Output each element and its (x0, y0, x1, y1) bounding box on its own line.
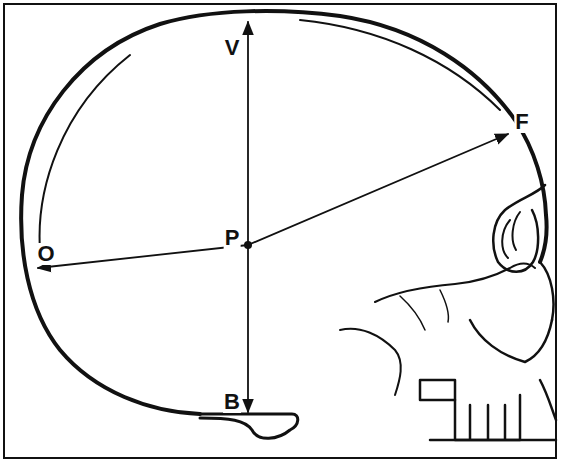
point-letter-holder: P (224, 227, 241, 249)
point-letter: O (36, 243, 55, 265)
occipital-arrow (38, 245, 248, 268)
point-letter-holder: O (36, 243, 55, 265)
basion-arrow (247, 245, 249, 412)
point-letter: P (224, 227, 241, 249)
point-letter: V (224, 37, 241, 59)
cranium-outline (21, 11, 546, 414)
skull-base (200, 414, 298, 438)
center-point (244, 241, 252, 249)
point-letter-holder: V (224, 37, 241, 59)
frontal-arrow (248, 134, 508, 245)
point-letter: B (223, 391, 241, 413)
height-arrow (247, 22, 249, 245)
point-letter-holder: F (514, 111, 529, 133)
point-letter-holder: B (223, 391, 241, 413)
frame (4, 4, 556, 458)
point-letter: F (514, 111, 529, 133)
